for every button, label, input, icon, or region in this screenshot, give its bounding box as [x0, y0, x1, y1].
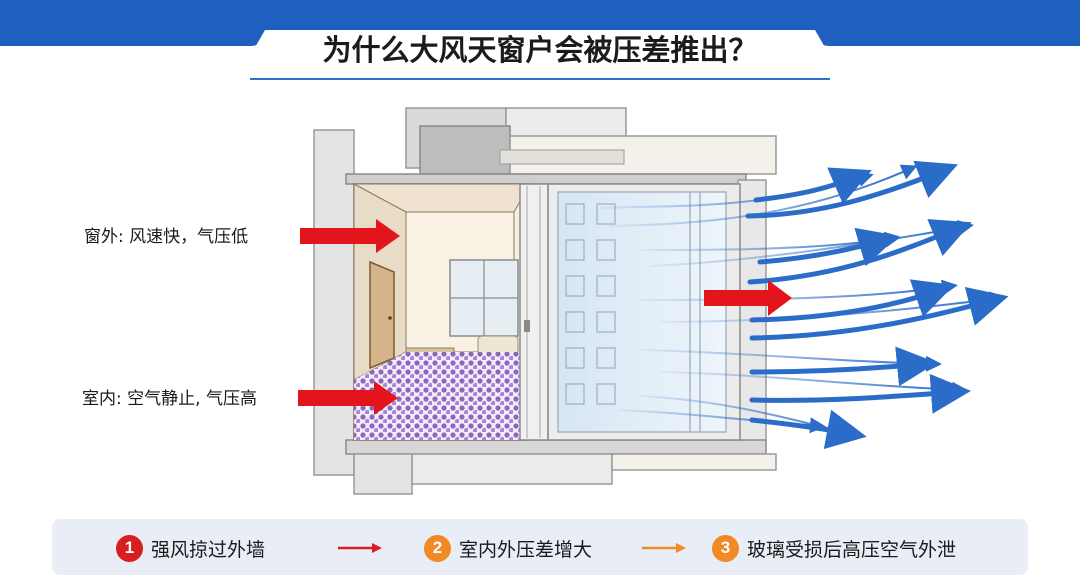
wind-arrows — [745, 160, 1009, 450]
label-inside: 室内: 空气静止, 气压高 — [82, 389, 257, 409]
step-3-text: 玻璃受损后高压空气外泄 — [747, 538, 957, 561]
title-underline — [250, 78, 830, 80]
building-illustration — [298, 107, 1009, 495]
pressure-arrow-inside — [298, 381, 398, 415]
step-arrow-1 — [338, 543, 382, 553]
facade-reflection — [565, 203, 616, 405]
step-1-number: 1 — [116, 534, 143, 562]
steps-bar — [52, 519, 1028, 575]
label-outside: 窗外: 风速快，气压低 — [84, 227, 249, 247]
page-title: 为什么大风天窗户会被压差推出？ — [322, 33, 758, 67]
pressure-arrow-outside — [300, 219, 400, 253]
step-2-text: 室内外压差增大 — [459, 538, 593, 561]
step-3-number: 3 — [712, 534, 739, 562]
step-2-number: 2 — [424, 534, 451, 562]
window-frame — [519, 183, 741, 441]
step-arrow-2 — [642, 543, 686, 553]
pressure-arrow-outflow — [704, 280, 792, 316]
header-band — [0, 0, 1080, 56]
step-1-text: 强风掠过外墙 — [151, 538, 266, 561]
outer-wall — [313, 107, 777, 495]
step-2: 2 室内外压差增大 — [424, 534, 592, 562]
step-1: 1 强风掠过外墙 — [116, 534, 265, 562]
step-3: 3 玻璃受损后高压空气外泄 — [712, 534, 956, 562]
